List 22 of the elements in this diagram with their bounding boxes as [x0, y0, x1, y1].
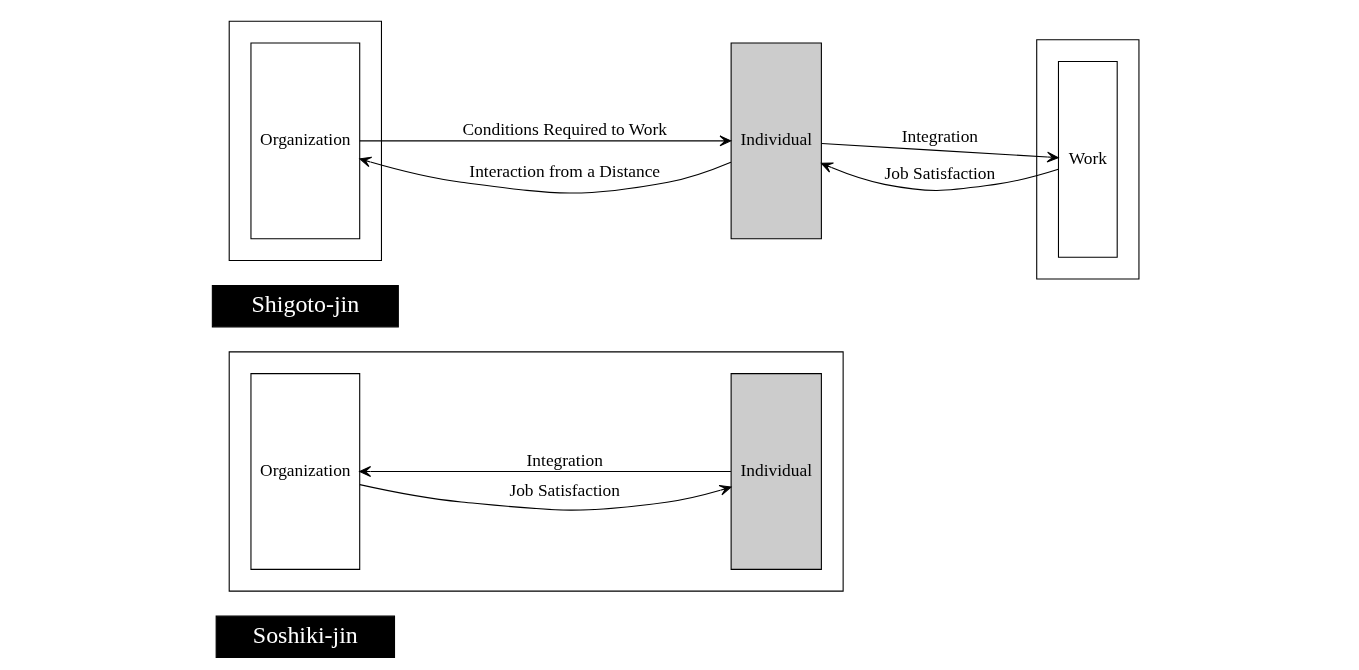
- node-box: Organization: [249, 42, 360, 240]
- arrow: [358, 484, 731, 511]
- arrow: [358, 135, 731, 147]
- node-box: Shigoto-jin: [211, 284, 399, 328]
- edge-label: Integration: [526, 449, 603, 470]
- edge-label: Job Satisfaction: [884, 162, 995, 183]
- edge-label: Job Satisfaction: [508, 480, 620, 501]
- node-box: Individual: [730, 373, 822, 570]
- edge-label: Interaction from a Distance: [468, 160, 660, 181]
- cluster: [228, 351, 844, 592]
- cluster: [1035, 39, 1139, 280]
- cluster: [228, 20, 382, 262]
- arrow: [820, 142, 1059, 163]
- arrow: [358, 466, 731, 477]
- node-box: Work: [1057, 60, 1118, 258]
- arrow: [358, 156, 731, 194]
- edge-label: Integration: [901, 125, 978, 146]
- node-box: Soshiki-jin: [215, 615, 395, 658]
- arrow: [820, 162, 1059, 191]
- node-box: Organization: [249, 373, 360, 570]
- node-box: Individual: [730, 42, 822, 240]
- edge-label: Conditions Required to Work: [461, 119, 667, 140]
